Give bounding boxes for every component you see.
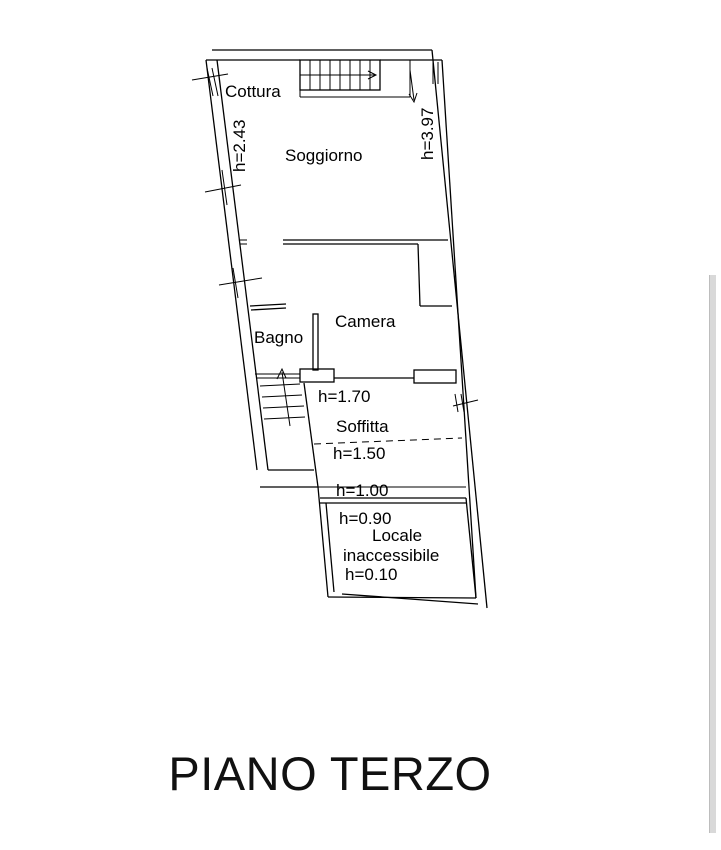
height-label-150: h=1.50 — [333, 444, 385, 463]
scrollbar[interactable] — [709, 275, 716, 833]
room-label-bagno: Bagno — [254, 328, 303, 347]
height-label-100: h=1.00 — [336, 481, 388, 500]
room-label-soffitta: Soffitta — [336, 417, 389, 436]
outer-walls — [205, 49, 488, 609]
interior-walls — [240, 239, 477, 599]
room-label-cottura: Cottura — [225, 82, 281, 101]
height-label-010: h=0.10 — [345, 565, 397, 584]
room-label-inaccessibile: inaccessibile — [343, 546, 439, 565]
height-label-397: h=3.97 — [418, 108, 437, 160]
room-label-locale: Locale — [372, 526, 422, 545]
height-label-170: h=1.70 — [318, 387, 370, 406]
lower-staircase — [259, 367, 306, 427]
room-label-camera: Camera — [335, 312, 396, 331]
top-staircase — [299, 59, 418, 104]
height-label-090: h=0.90 — [339, 509, 391, 528]
height-label-243: h=2.43 — [230, 120, 249, 172]
floor-title: PIANO TERZO — [168, 747, 492, 800]
room-label-soggiorno: Soggiorno — [285, 146, 363, 165]
window-marks — [191, 62, 479, 413]
